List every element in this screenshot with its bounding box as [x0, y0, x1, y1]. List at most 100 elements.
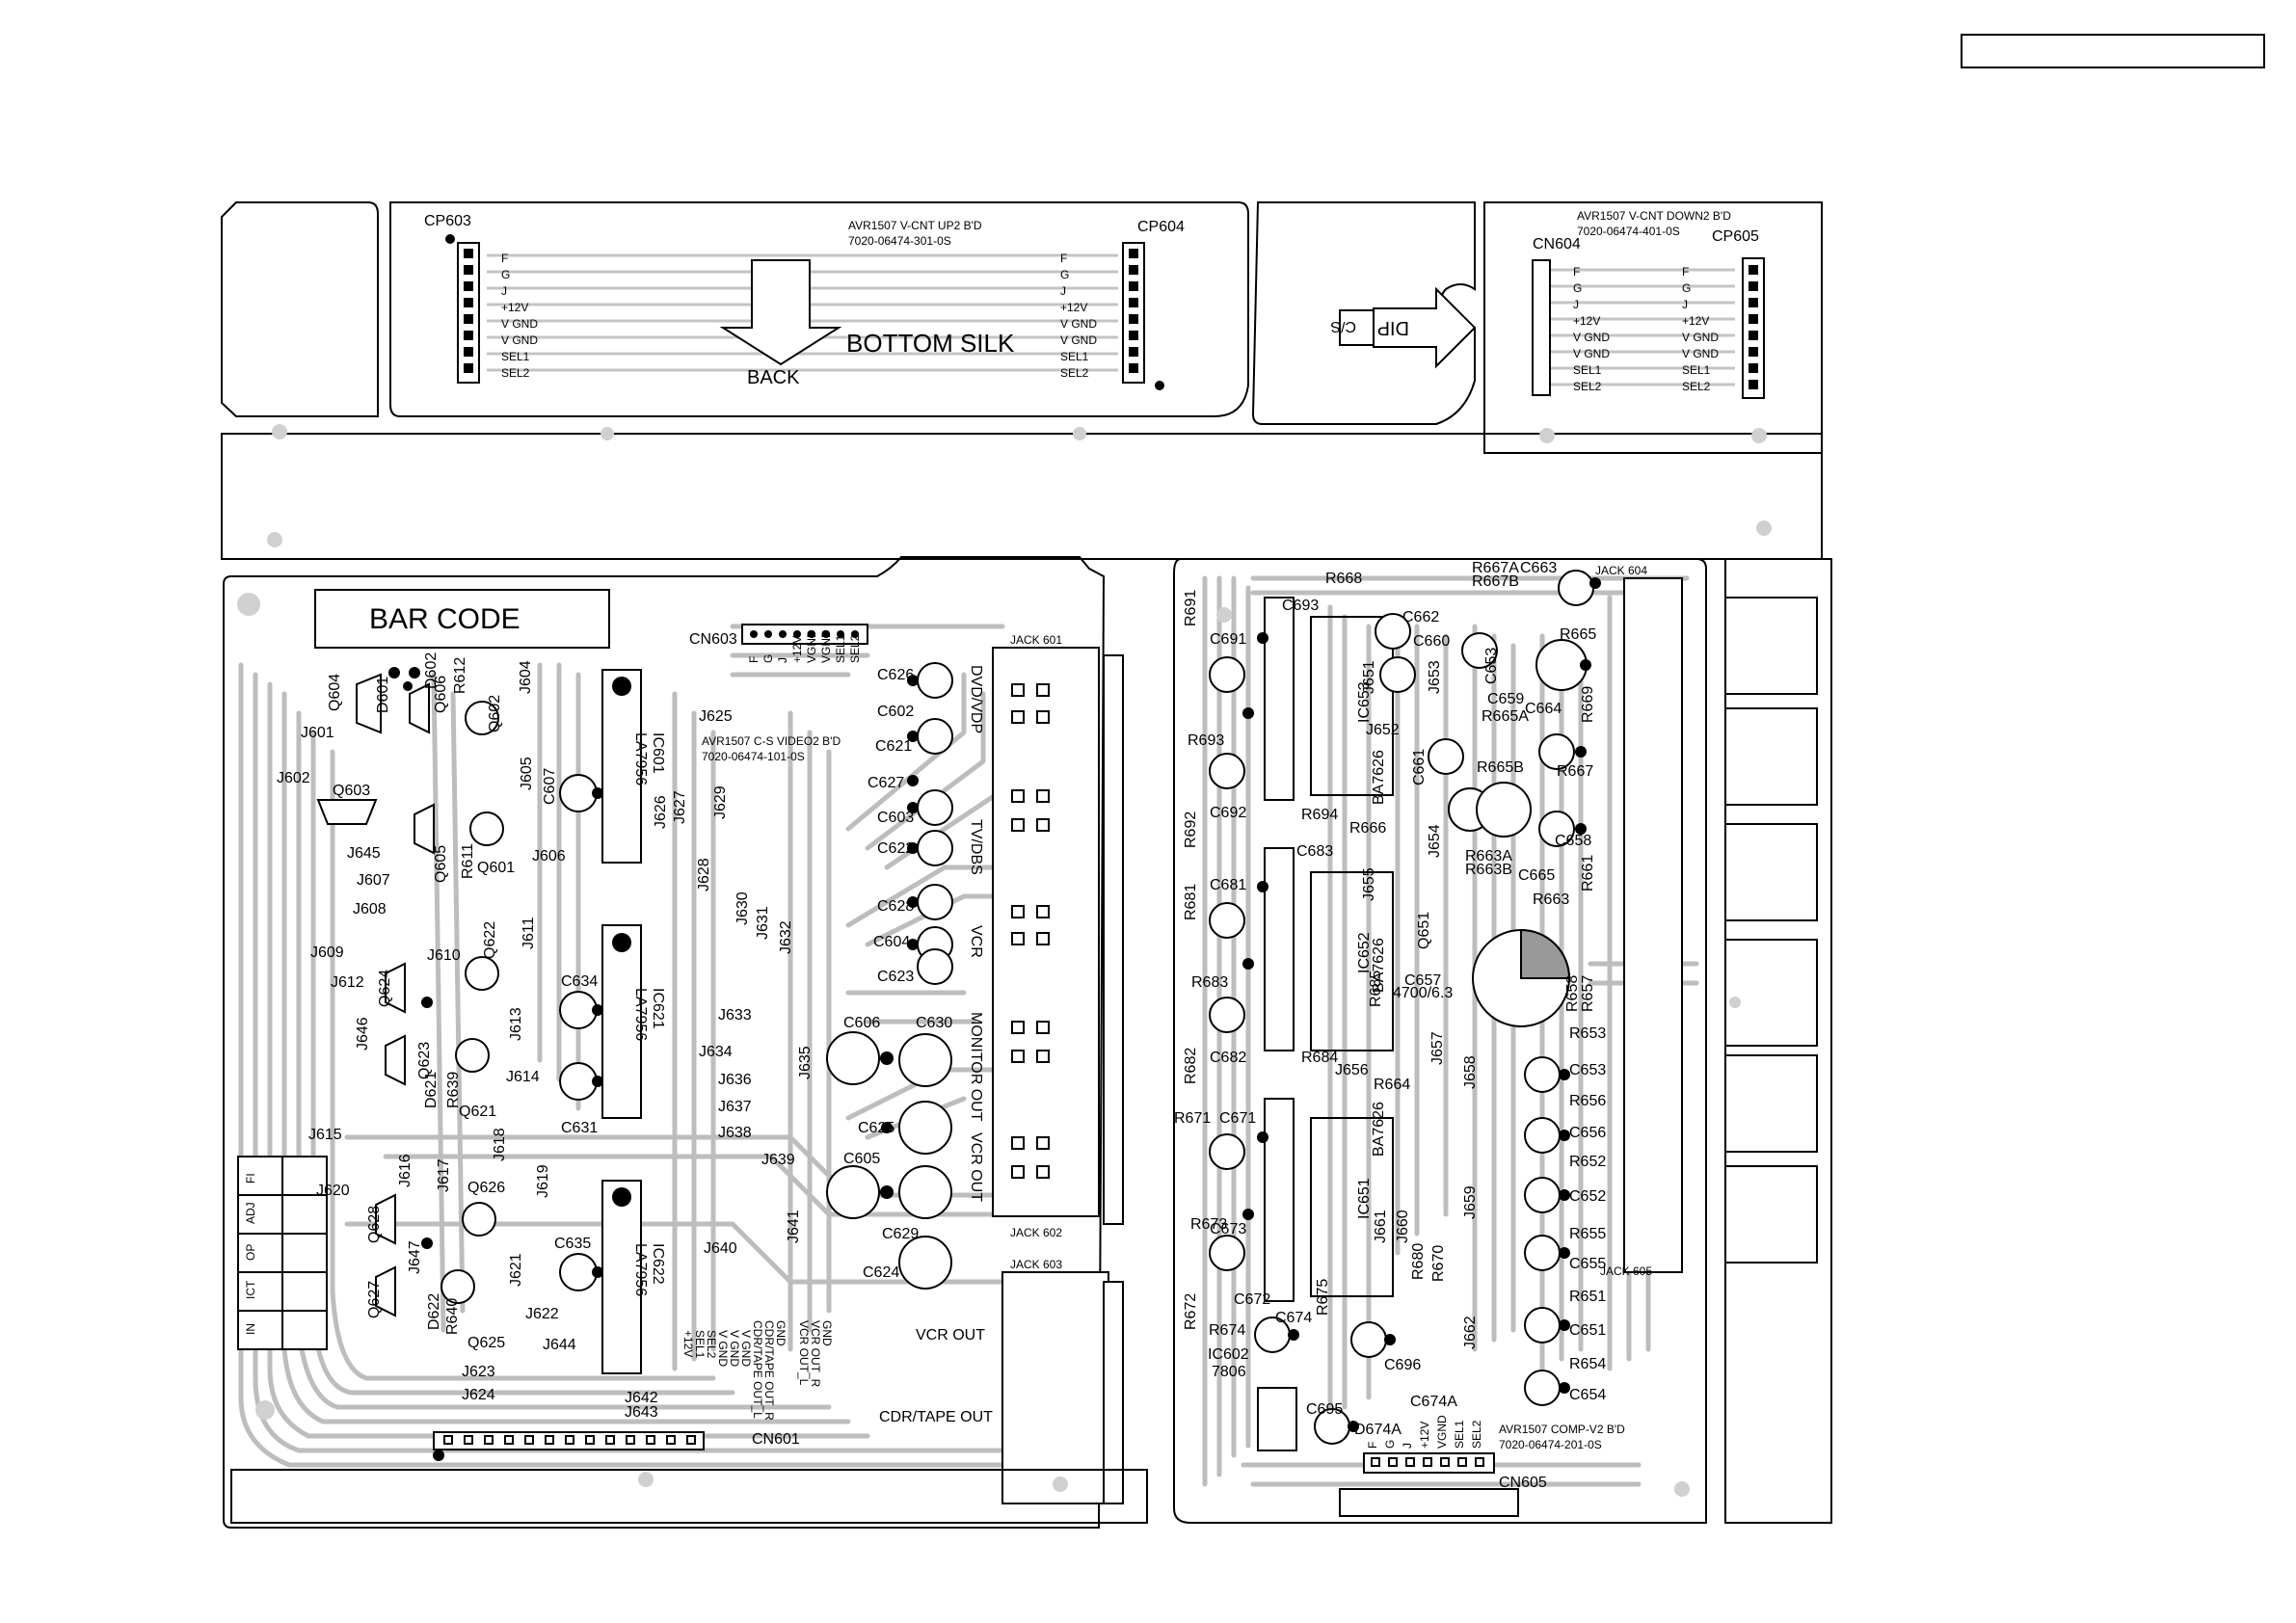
svg-text:R670: R670 [1430, 1245, 1447, 1282]
svg-text:C627: C627 [868, 775, 904, 791]
svg-text:J620: J620 [316, 1183, 350, 1199]
svg-text:C655: C655 [1569, 1256, 1606, 1272]
svg-text:J627: J627 [672, 790, 688, 824]
left-transistors [316, 673, 504, 1317]
svg-text:SEL2: SEL2 [848, 634, 862, 663]
svg-text:C682: C682 [1210, 1050, 1246, 1066]
svg-text:J625: J625 [699, 708, 733, 725]
svg-text:J619: J619 [535, 1164, 551, 1198]
svg-text:J626: J626 [653, 795, 669, 829]
svg-text:C606: C606 [843, 1015, 880, 1031]
svg-text:JACK 605: JACK 605 [1600, 1264, 1652, 1278]
svg-text:VGND: VGND [805, 629, 818, 663]
svg-text:R639: R639 [445, 1072, 462, 1108]
svg-text:C693: C693 [1282, 598, 1319, 614]
svg-text:Q603: Q603 [333, 783, 370, 799]
cn605-label: CN605 [1499, 1475, 1547, 1491]
cs-video2-board: BAR CODE CN603 F G J +12V VGND VGND SEL1… [223, 556, 1124, 1529]
svg-text:+12V: +12V [501, 301, 528, 314]
svg-text:GND: GND [774, 1320, 788, 1346]
svg-text:IN: IN [244, 1323, 257, 1335]
svg-text:BA7626: BA7626 [1371, 750, 1387, 805]
svg-text:J607: J607 [357, 872, 390, 889]
svg-text:J609: J609 [310, 945, 344, 961]
svg-text:J617: J617 [436, 1158, 452, 1192]
svg-text:J: J [1060, 284, 1066, 298]
svg-text:C651: C651 [1569, 1322, 1606, 1339]
svg-text:J641: J641 [786, 1210, 802, 1243]
svg-text:J657: J657 [1429, 1031, 1446, 1065]
right-capacitors [1209, 570, 1601, 1445]
svg-text:LA7956: LA7956 [632, 732, 649, 785]
svg-text:C624: C624 [863, 1264, 899, 1281]
svg-text:J602: J602 [277, 770, 310, 786]
svg-text:R685: R685 [1368, 971, 1384, 1007]
cs-box [1339, 309, 1375, 346]
svg-text:VCR OUT_L: VCR OUT_L [797, 1320, 811, 1386]
svg-text:C663: C663 [1520, 560, 1557, 576]
svg-text:CDR/TAPE OUT_R: CDR/TAPE OUT_R [762, 1320, 776, 1421]
svg-text:V GND: V GND [1682, 347, 1719, 360]
svg-text:R693: R693 [1188, 732, 1224, 749]
svg-text:7806: 7806 [1212, 1364, 1246, 1380]
top-strip: CP603 CP604 AVR1507 V-CNT UP2 B'D 7020-0… [221, 201, 1823, 560]
cp604-pin-labels: F G J +12V V GND V GND SEL1 SEL2 [1060, 252, 1097, 380]
svg-text:C657: C657 [1404, 972, 1441, 989]
cn603-label: CN603 [689, 631, 737, 648]
cs-video2-part: 7020-06474-101-0S [702, 750, 805, 763]
svg-text:R640: R640 [444, 1298, 461, 1335]
svg-text:R691: R691 [1183, 590, 1199, 626]
cp604-connector [1122, 242, 1145, 384]
svg-text:J646: J646 [355, 1017, 371, 1051]
svg-text:R683: R683 [1191, 974, 1228, 991]
svg-text:R684: R684 [1301, 1050, 1338, 1066]
svg-text:J623: J623 [462, 1364, 495, 1380]
svg-text:VCR OUT: VCR OUT [916, 1327, 985, 1344]
svg-text:+12V: +12V [790, 636, 804, 663]
svg-text:VCR OUT_R: VCR OUT_R [809, 1320, 822, 1388]
comp-v2-board: IC653 BA7626 IC652 BA7626 IC651 BA7626 I… [230, 558, 1832, 1524]
svg-text:J612: J612 [331, 974, 364, 991]
svg-text:C604: C604 [873, 934, 910, 950]
svg-text:F: F [1366, 1442, 1379, 1449]
svg-text:R694: R694 [1301, 807, 1338, 823]
barcode-label: BAR CODE [369, 603, 521, 635]
svg-text:J643: J643 [625, 1404, 658, 1421]
svg-text:J660: J660 [1395, 1210, 1411, 1243]
svg-text:J615: J615 [308, 1127, 342, 1143]
svg-text:J: J [1573, 298, 1579, 311]
jack-603: JACK 603 VCR OUT CDR/TAPE OUT [879, 1258, 1124, 1504]
title-box [1961, 34, 2265, 68]
svg-text:C660: C660 [1413, 633, 1450, 650]
svg-text:C607: C607 [542, 768, 558, 805]
svg-text:VCR: VCR [968, 925, 984, 958]
cp605-connector [1742, 257, 1765, 399]
svg-text:V GND: V GND [739, 1330, 753, 1367]
svg-text:R657: R657 [1580, 975, 1596, 1012]
svg-text:V GND: V GND [716, 1330, 730, 1367]
svg-text:FI: FI [244, 1173, 257, 1184]
svg-text:Q604: Q604 [327, 674, 343, 711]
svg-text:J654: J654 [1427, 824, 1443, 858]
svg-text:VGND: VGND [819, 629, 833, 663]
svg-text:Q602: Q602 [487, 695, 503, 732]
svg-text:G: G [761, 654, 775, 663]
svg-text:J638: J638 [718, 1125, 752, 1141]
svg-text:JACK 602: JACK 602 [1010, 1226, 1062, 1239]
jack-604-605: JACK 604 JACK 605 [1595, 564, 1818, 1278]
svg-text:CDR/TAPE OUT: CDR/TAPE OUT [879, 1409, 993, 1425]
svg-text:J656: J656 [1335, 1062, 1369, 1078]
svg-text:SEL1: SEL1 [501, 350, 530, 363]
svg-text:GND: GND [820, 1320, 834, 1346]
bottom-silk-label: BOTTOM SILK [846, 329, 1015, 358]
svg-text:Q628: Q628 [366, 1206, 383, 1243]
svg-text:C695: C695 [1306, 1401, 1343, 1418]
svg-text:OP: OP [244, 1244, 257, 1261]
svg-text:SEL1: SEL1 [693, 1330, 707, 1359]
cn604-label: CN604 [1533, 236, 1581, 253]
svg-text:Q623: Q623 [416, 1042, 433, 1079]
vcnt-up2-name: AVR1507 V-CNT UP2 B'D [848, 219, 982, 232]
svg-text:VGND: VGND [1435, 1415, 1449, 1449]
svg-text:F: F [501, 252, 508, 265]
svg-text:J637: J637 [718, 1099, 752, 1115]
